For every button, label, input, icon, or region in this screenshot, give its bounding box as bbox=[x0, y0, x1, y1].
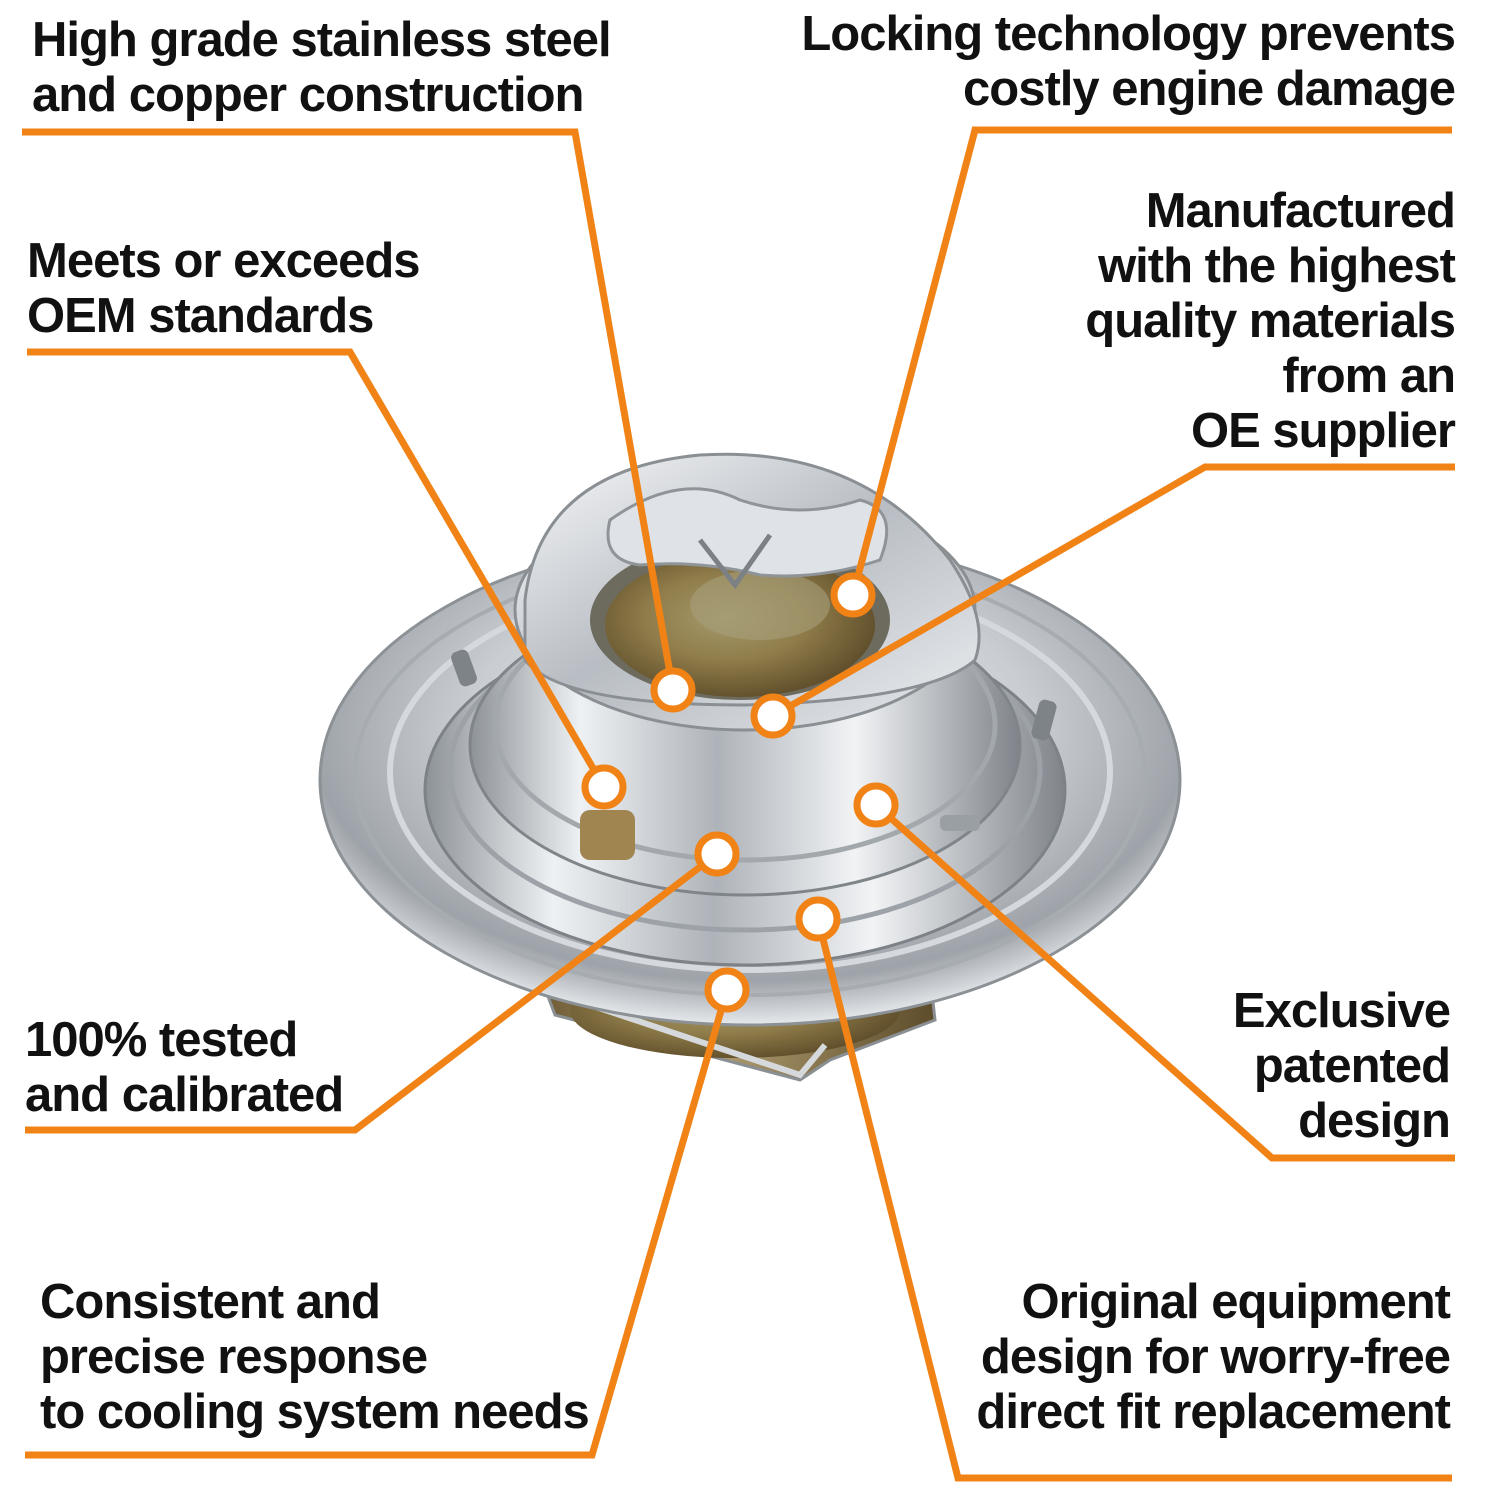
leader-line-oem bbox=[27, 348, 608, 789]
callout-line: with the highest bbox=[1098, 239, 1456, 293]
callout-line: Meets or exceeds bbox=[27, 234, 421, 288]
callout-label-manufactured: Manufactured with the highest quality ma… bbox=[1085, 184, 1456, 459]
callout-line: design for worry-free bbox=[980, 1330, 1451, 1384]
thermostat-icon bbox=[318, 452, 1182, 1082]
callout-dots bbox=[581, 572, 899, 1013]
leader-line-manufactured bbox=[771, 463, 1455, 720]
callout-dot-tested bbox=[694, 831, 740, 877]
callout-label-oem: Meets or exceeds OEM standards bbox=[27, 234, 421, 344]
callout-line: to cooling system needs bbox=[40, 1385, 590, 1439]
leader-lines bbox=[22, 126, 1455, 1482]
callout-line: quality materials bbox=[1085, 294, 1456, 348]
callout-line: and calibrated bbox=[25, 1068, 344, 1122]
callout-dot-consistent bbox=[704, 967, 750, 1013]
callout-line: design bbox=[1298, 1094, 1451, 1148]
callout-line: costly engine damage bbox=[963, 62, 1456, 116]
callout-label-tested: 100% tested and calibrated bbox=[25, 1013, 344, 1123]
callout-dot-exclusive bbox=[853, 782, 899, 828]
callout-label-stainless: High grade stainless steel and copper co… bbox=[32, 13, 612, 123]
leader-line-locking bbox=[849, 126, 1452, 596]
callout-line: from an bbox=[1282, 349, 1456, 403]
callout-line: Exclusive bbox=[1232, 984, 1451, 1038]
callout-line: Consistent and bbox=[40, 1275, 381, 1329]
leader-line-tested bbox=[25, 851, 720, 1134]
callout-line: OEM standards bbox=[27, 289, 374, 343]
callout-line: Manufactured bbox=[1145, 184, 1456, 238]
callout-line: precise response bbox=[40, 1330, 428, 1384]
callout-line: and copper construction bbox=[32, 68, 584, 122]
callout-dot-oem bbox=[581, 764, 627, 810]
callout-label-locking: Locking technology prevents costly engin… bbox=[801, 7, 1456, 117]
callout-dot-original bbox=[795, 896, 841, 942]
callout-line: OE supplier bbox=[1190, 404, 1456, 458]
callout-dot-manufactured bbox=[750, 693, 796, 739]
callout-line: High grade stainless steel bbox=[32, 13, 612, 67]
callout-dot-locking bbox=[830, 572, 876, 618]
callout-line: patented bbox=[1253, 1039, 1451, 1093]
leader-line-consistent bbox=[25, 989, 731, 1459]
leader-line-exclusive bbox=[873, 802, 1455, 1162]
callout-label-consistent: Consistent and precise response to cooli… bbox=[40, 1275, 590, 1440]
callout-label-original: Original equipment design for worry-free… bbox=[976, 1275, 1451, 1440]
callout-line: 100% tested bbox=[25, 1013, 298, 1067]
leader-line-original bbox=[814, 918, 1452, 1482]
callout-line: Original equipment bbox=[1021, 1275, 1451, 1329]
leader-line-stainless bbox=[22, 128, 677, 691]
callout-line: Locking technology prevents bbox=[801, 7, 1456, 61]
callout-dot-stainless bbox=[650, 667, 696, 713]
callout-label-exclusive: Exclusive patented design bbox=[1232, 984, 1451, 1149]
callout-line: direct fit replacement bbox=[976, 1385, 1451, 1439]
